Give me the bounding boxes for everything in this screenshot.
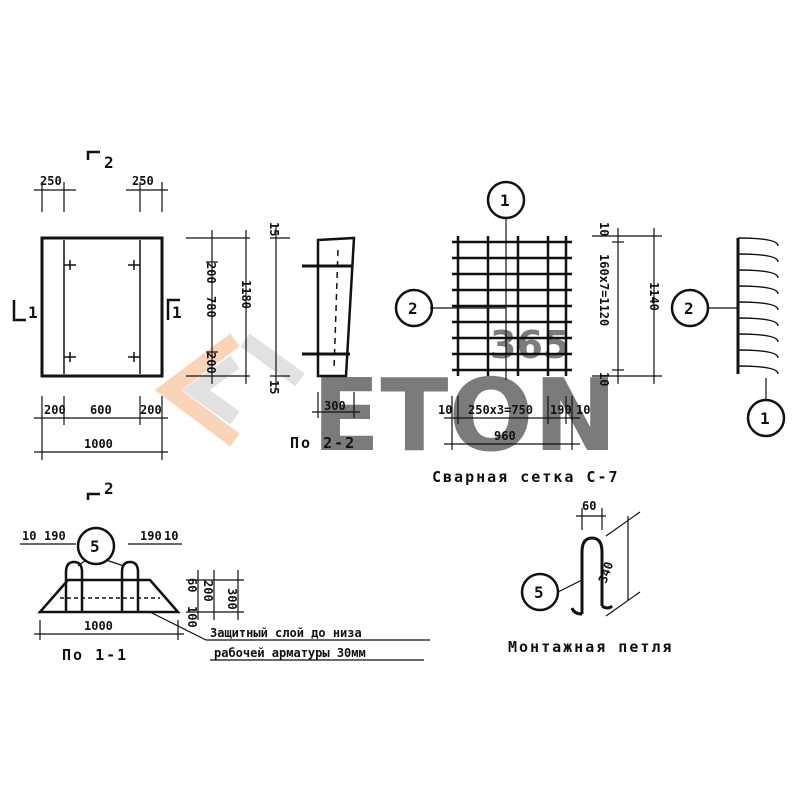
section-1-1-dim-tr-1: 190 bbox=[140, 529, 162, 543]
plan-dim-side-1: 200 bbox=[204, 262, 218, 284]
plan-dim-side-total: 1180 bbox=[239, 280, 253, 309]
plan-labels: 250 250 2 2 1 1 200 600 200 1000 200 780… bbox=[28, 153, 281, 498]
plan-dim-bottom-2: 600 bbox=[90, 403, 112, 417]
plan-dim-bottom-3: 200 bbox=[140, 403, 162, 417]
loop-dim-height: 340 bbox=[596, 560, 617, 585]
plan-dim-side-small-bottom: 15 bbox=[267, 380, 281, 394]
plan-dim-side-3: 200 bbox=[204, 352, 218, 374]
section-1-1-dim-right-1: 60 bbox=[185, 578, 199, 592]
section-2-2 bbox=[302, 236, 360, 418]
plan-outline bbox=[40, 236, 164, 378]
mesh-view bbox=[394, 180, 662, 450]
mesh-callout-2-label: 2 bbox=[408, 299, 418, 318]
section-1-1-callout-5-label: 5 bbox=[90, 537, 100, 556]
mesh-callout-2 bbox=[394, 288, 434, 328]
mesh-callout-1 bbox=[486, 180, 526, 220]
mesh-side-callout-1 bbox=[746, 398, 786, 438]
plan-view bbox=[12, 150, 290, 500]
plan-loop-marks bbox=[64, 260, 140, 362]
mesh-caption: Сварная сетка С-7 bbox=[432, 468, 620, 486]
mesh-dim-bottom-2: 250x3=750 bbox=[468, 403, 533, 417]
section-mark-left: 1 bbox=[28, 303, 38, 322]
mesh-side-callout-2-label: 2 bbox=[684, 299, 694, 318]
plan-dim-top-right: 250 bbox=[132, 174, 154, 188]
mesh-dim-bottom-1: 10 bbox=[438, 403, 452, 417]
loop-caption: Монтажная петля bbox=[508, 638, 673, 656]
section-1-1 bbox=[20, 526, 430, 661]
section-1-1-note-line1: Защитный слой до низа bbox=[210, 626, 362, 640]
plan-dim-top-left: 250 bbox=[40, 174, 62, 188]
plan-dim-bottom-1: 200 bbox=[44, 403, 66, 417]
mesh-dim-bottom-4: 10 bbox=[576, 403, 590, 417]
plan-dims-bottom bbox=[34, 396, 168, 460]
mesh-dim-side-2: 160x7=1120 bbox=[597, 254, 611, 326]
watermark-code: 365 bbox=[490, 323, 569, 367]
plan-dims-top bbox=[34, 182, 168, 212]
section-1-1-callout-5 bbox=[76, 526, 116, 566]
mesh-dim-side-1: 10 bbox=[597, 222, 611, 236]
loop-callout-5-label: 5 bbox=[534, 583, 544, 602]
section-mark-bottom: 2 bbox=[104, 479, 114, 498]
section-2-2-caption: По 2-2 bbox=[290, 434, 356, 452]
mesh-dim-total: 960 bbox=[494, 429, 516, 443]
section-1-1-labels: 5 10 190 190 10 60 200 300 100 1000 По 1… bbox=[22, 529, 366, 664]
section-1-1-dim-right-2: 200 bbox=[201, 580, 215, 602]
mounting-loop bbox=[520, 508, 641, 617]
mesh-callout-1-label: 1 bbox=[500, 191, 510, 210]
mesh-labels: 1 2 10 250x3=750 190 10 960 10 160x7=112… bbox=[408, 191, 661, 486]
section-2-2-dim-width: 300 bbox=[324, 399, 346, 413]
section-1-1-caption: По 1-1 bbox=[62, 646, 128, 664]
mesh-dim-side-3: 10 bbox=[597, 372, 611, 386]
section-1-1-dim-bottom-small: 100 bbox=[185, 606, 199, 628]
section-1-1-dim-tl-1: 10 bbox=[22, 529, 36, 543]
plan-dims-side bbox=[186, 226, 290, 390]
mesh-dim-bottom-3: 190 bbox=[550, 403, 572, 417]
section-mark-top: 2 bbox=[104, 153, 114, 172]
section-1-1-dim-tl-2: 190 bbox=[44, 529, 66, 543]
mesh-transverse-bars bbox=[456, 236, 568, 376]
mesh-longitudinal-bars bbox=[452, 240, 572, 372]
loop-dim-width: 60 bbox=[582, 499, 596, 513]
section-1-1-loops bbox=[64, 560, 140, 612]
section-1-1-note-line2: рабочей арматуры 30мм bbox=[214, 646, 366, 660]
section-1-1-dim-right-3: 300 bbox=[225, 588, 239, 610]
section-1-1-dim-total: 1000 bbox=[84, 619, 113, 633]
plan-dim-side-small-top: 15 bbox=[267, 222, 281, 236]
plan-dim-side-2: 780 bbox=[204, 296, 218, 318]
mounting-loop-labels: 5 60 340 Монтажная петля bbox=[508, 499, 673, 656]
mesh-side-view bbox=[670, 237, 786, 438]
watermark: ETON 365 bbox=[154, 323, 617, 474]
mesh-side-callout-2 bbox=[670, 288, 710, 328]
section-1-1-dim-tr-2: 10 bbox=[164, 529, 178, 543]
mesh-side-callout-1-label: 1 bbox=[760, 409, 770, 428]
plan-dim-total: 1000 bbox=[84, 437, 113, 451]
mesh-dim-side-total: 1140 bbox=[647, 282, 661, 311]
watermark-logo-icon bbox=[154, 333, 305, 447]
section-mark-right: 1 bbox=[172, 303, 182, 322]
